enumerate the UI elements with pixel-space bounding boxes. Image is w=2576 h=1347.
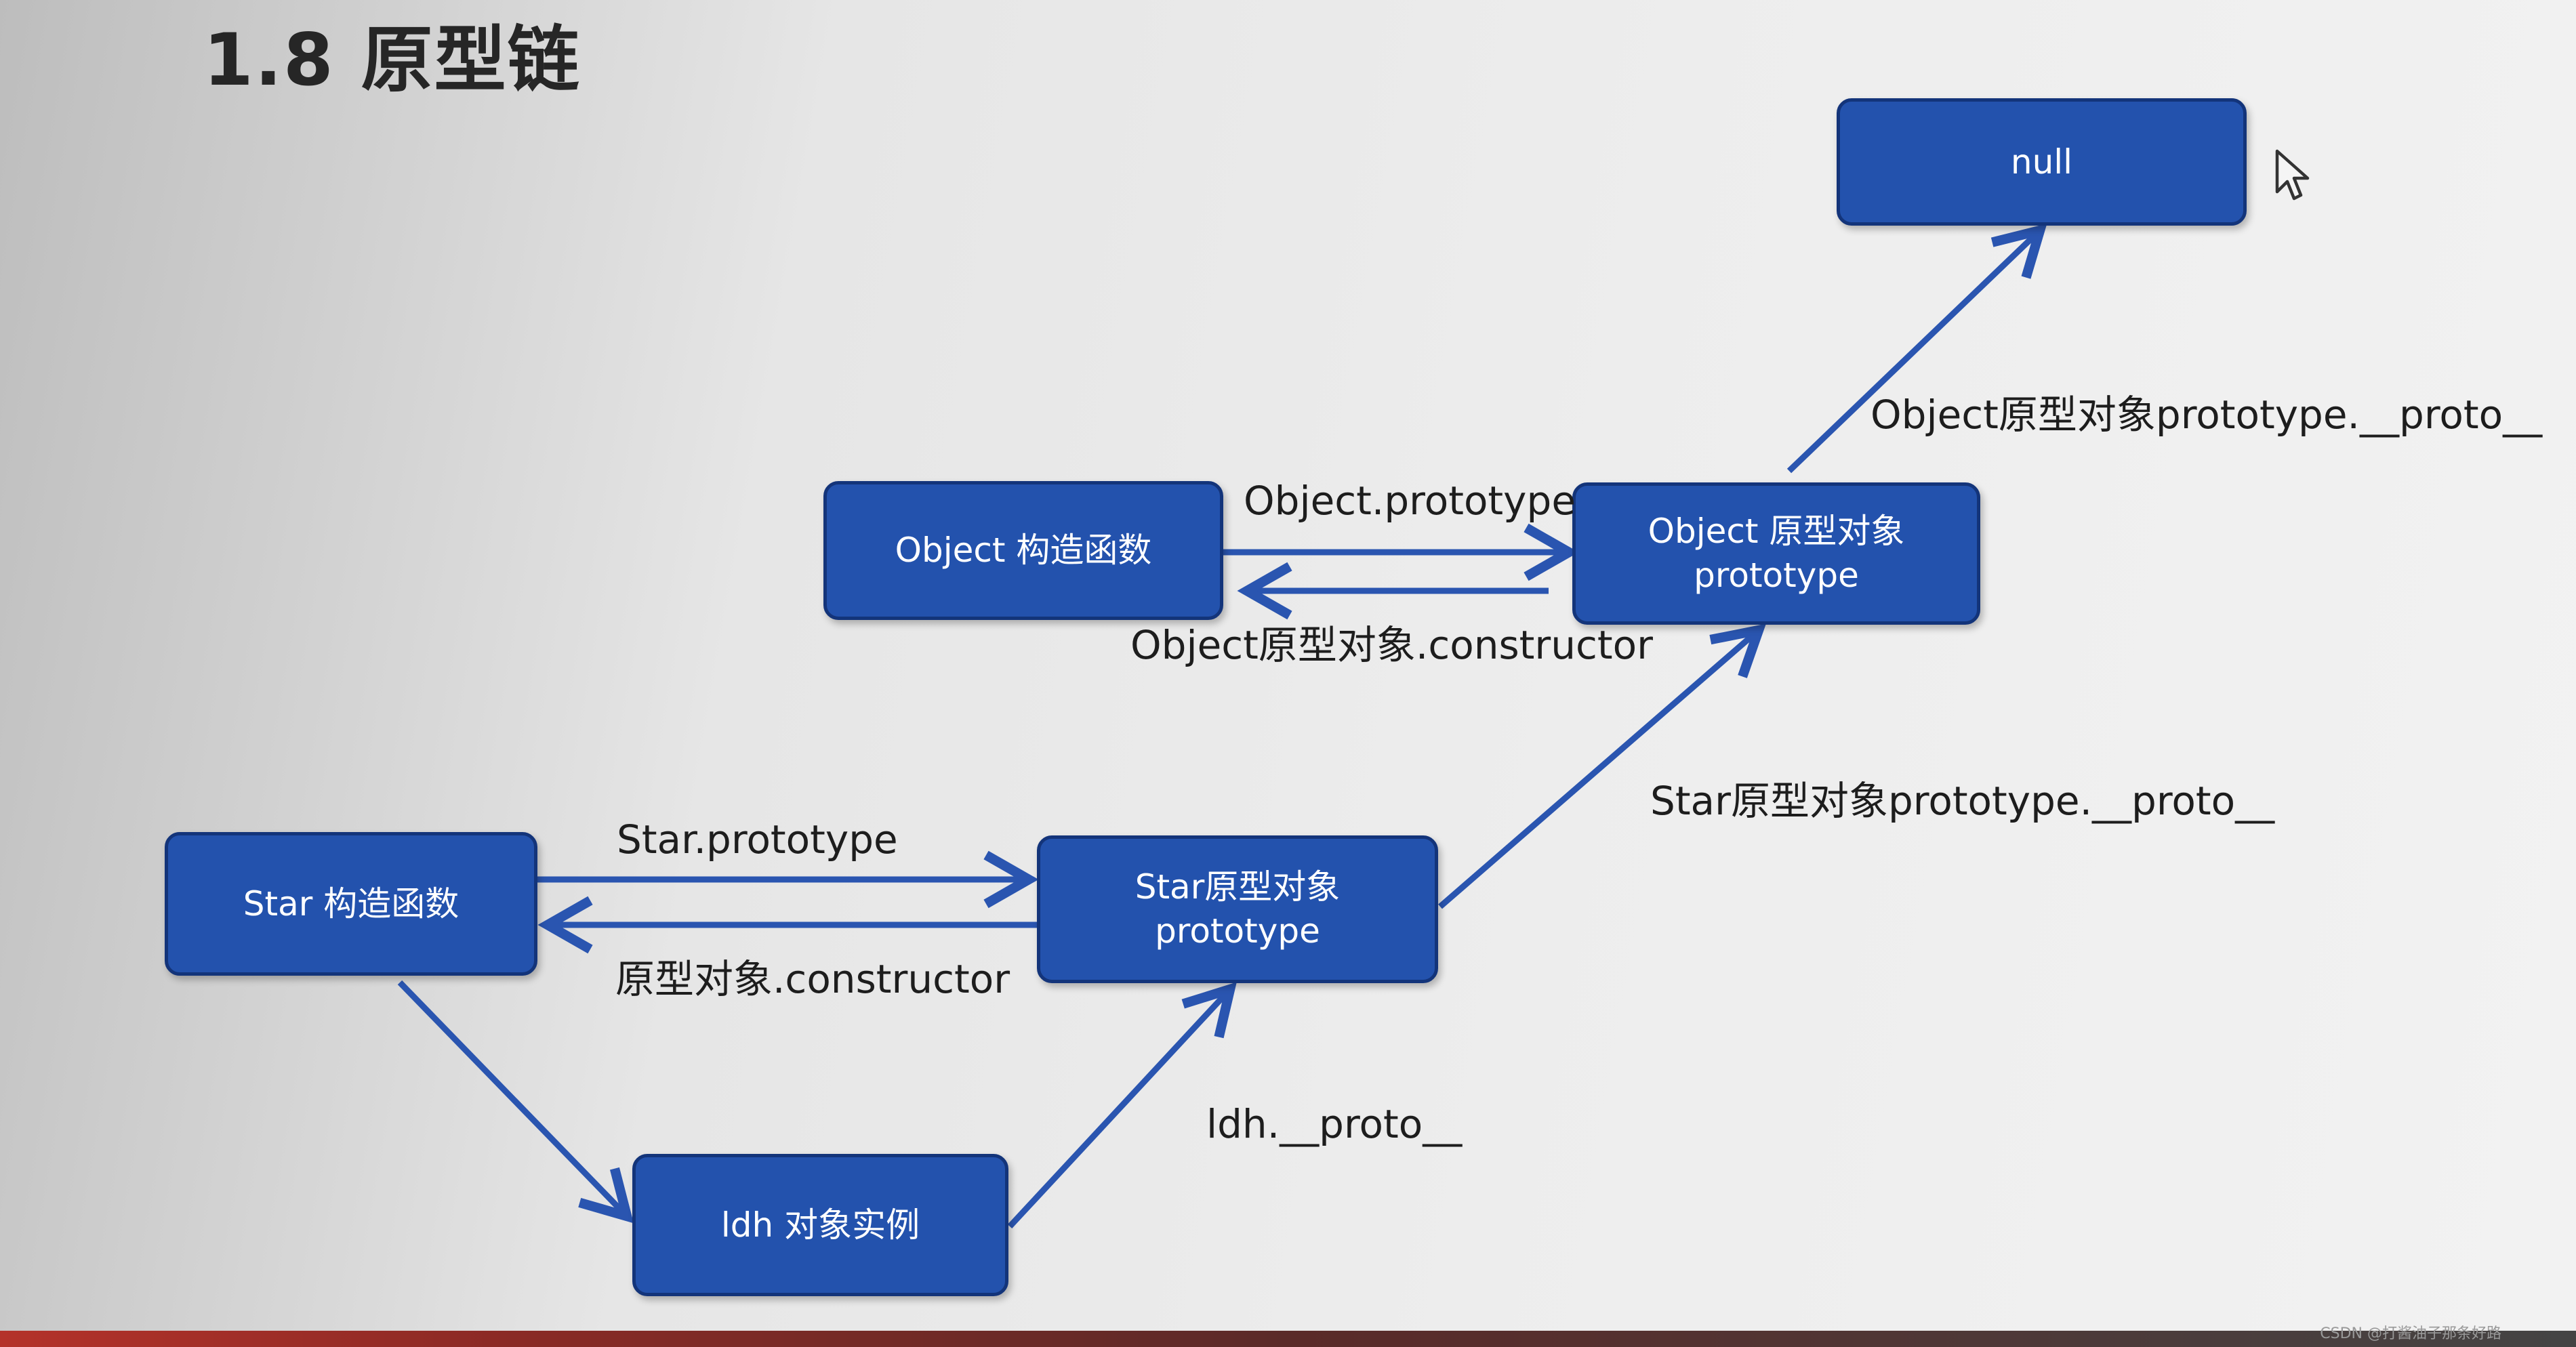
edge-label-star-proto-to-object: Star原型对象prototype.__proto__ <box>1650 778 2275 824</box>
arrow-star-ctor-to-ldh <box>397 980 634 1224</box>
ldh-instance-node: ldh 对象实例 <box>632 1154 1008 1296</box>
object-constructor-label: Object 构造函数 <box>895 531 1152 570</box>
null-node-label: null <box>2010 142 2073 182</box>
edge-label-object-proto-to-null: Object原型对象prototype.__proto__ <box>1870 392 2543 438</box>
null-node: null <box>1837 98 2247 226</box>
star-prototype-node: Star原型对象 prototype <box>1037 835 1438 983</box>
mouse-cursor-icon <box>2274 148 2311 205</box>
edge-label-ldh-proto: ldh.__proto__ <box>1206 1101 1463 1147</box>
star-prototype-label-2: prototype <box>1155 911 1320 951</box>
edge-label-star-prototype: Star.prototype <box>617 816 898 863</box>
edge-label-star-constructor: 原型对象.constructor <box>615 956 1010 1002</box>
arrow-ldh-proto <box>1007 982 1237 1229</box>
star-prototype-label-1: Star原型对象 <box>1134 867 1341 907</box>
edge-label-object-constructor: Object原型对象.constructor <box>1130 622 1653 668</box>
object-prototype-node: Object 原型对象 prototype <box>1572 482 1980 625</box>
edge-label-object-prototype: Object.prototype <box>1244 478 1576 524</box>
object-prototype-label-1: Object 原型对象 <box>1648 512 1905 551</box>
star-constructor-label: Star 构造函数 <box>243 884 459 924</box>
watermark: CSDN @打酱油子那条好路 <box>2320 1325 2501 1342</box>
arrow-star-proto-to-object <box>1438 623 1766 909</box>
object-prototype-label-2: prototype <box>1694 556 1859 595</box>
bottom-bar <box>0 1331 2576 1347</box>
object-constructor-node: Object 构造函数 <box>823 481 1223 620</box>
arrow-object-proto-to-null <box>1786 223 2047 474</box>
page-title: 1.8 原型链 <box>203 18 581 102</box>
star-constructor-node: Star 构造函数 <box>165 832 537 976</box>
ldh-instance-label: ldh 对象实例 <box>720 1205 920 1245</box>
